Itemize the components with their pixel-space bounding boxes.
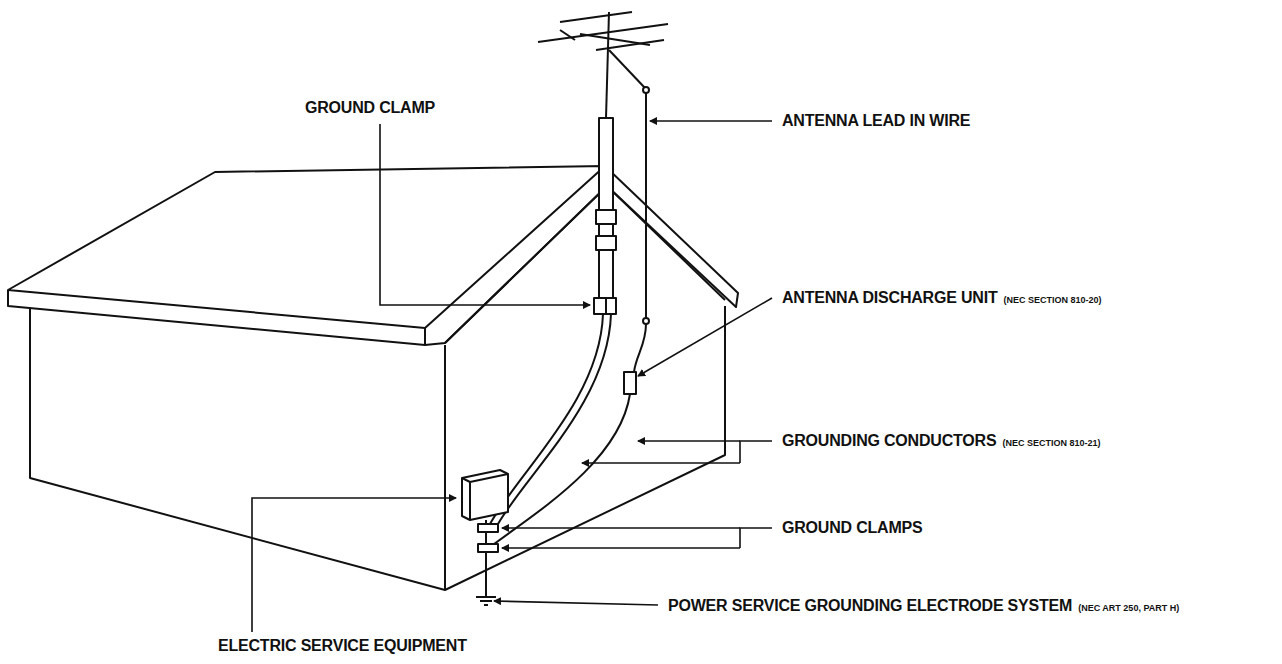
code-reference: (NEC SECTION 810-20)	[1003, 295, 1101, 306]
callout-label: ANTENNA LEAD IN WIRE	[782, 111, 970, 130]
code-reference: (NEC SECTION 810-21)	[1002, 438, 1100, 449]
label-row: ANTENNA DISCHARGE UNIT (NEC SECTION 810-2…	[782, 288, 1101, 307]
code-reference: (NEC ART 250, PART H)	[1078, 603, 1179, 614]
label-row: ELECTRIC SERVICE EQUIPMENT	[218, 636, 467, 655]
label-row: POWER SERVICE GROUNDING ELECTRODE SYSTEM…	[668, 596, 1179, 615]
label-row: GROUND CLAMPS	[782, 518, 923, 537]
callout-label: ANTENNA DISCHARGE UNIT	[782, 288, 997, 307]
label-row: GROUND CLAMP	[305, 98, 435, 117]
callout-label: GROUND CLAMP	[305, 98, 435, 117]
label-row: ANTENNA LEAD IN WIRE	[782, 111, 970, 130]
label-row: GROUNDING CONDUCTORS (NEC SECTION 810-21)	[782, 431, 1100, 450]
callout-label: POWER SERVICE GROUNDING ELECTRODE SYSTEM	[668, 596, 1072, 615]
callout-label: GROUND CLAMPS	[782, 518, 923, 537]
callout-label: ELECTRIC SERVICE EQUIPMENT	[218, 636, 467, 655]
callout-label: GROUNDING CONDUCTORS	[782, 431, 996, 450]
